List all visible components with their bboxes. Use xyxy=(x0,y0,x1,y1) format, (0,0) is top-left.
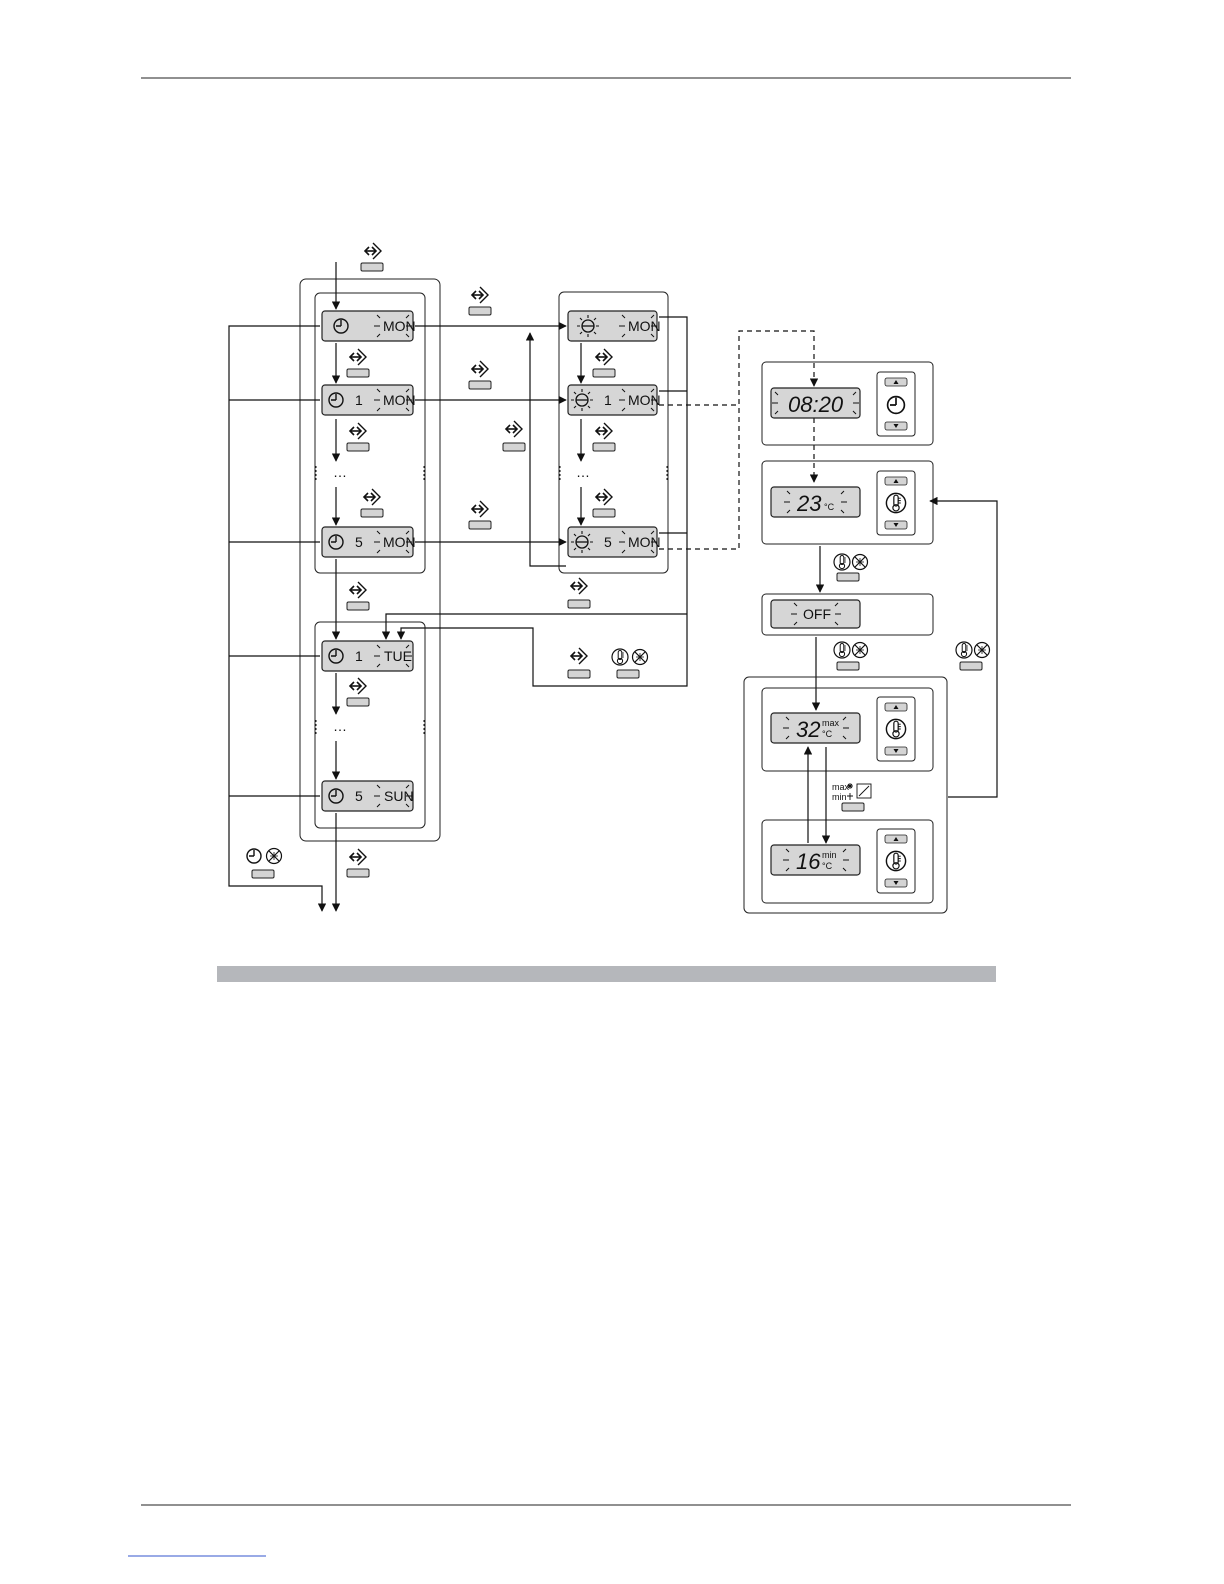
middle-enter-button-3[interactable] xyxy=(593,489,615,517)
middle-display-2: 1 MON xyxy=(568,385,661,415)
cancel-icon xyxy=(975,643,990,658)
left-enter-button-2[interactable] xyxy=(347,423,369,451)
middle-enter-button-2[interactable] xyxy=(593,423,615,451)
enter-arrow-icon xyxy=(571,578,587,594)
middle-display-3: 5 MON xyxy=(568,527,661,557)
timer-cancel-button[interactable] xyxy=(247,849,282,879)
temp-cancel-button-1[interactable] xyxy=(834,554,868,581)
left-display-4: 1 TUE xyxy=(322,641,413,671)
left-ellipsis-2: … xyxy=(333,718,347,734)
return-enter-button[interactable] xyxy=(503,421,525,451)
min-value: 16 xyxy=(796,849,821,874)
left-display-1: MON xyxy=(322,311,416,341)
left-3-number: 5 xyxy=(355,534,363,550)
left-outer-group xyxy=(300,279,440,841)
time-panel: 08:20 xyxy=(762,362,933,445)
max-min-button-max: max xyxy=(832,782,850,792)
enter-arrow-icon xyxy=(350,678,366,694)
left-display-3: 5 MON xyxy=(322,527,416,557)
middle-3-number: 5 xyxy=(604,534,612,550)
temp-unit: °C xyxy=(824,502,835,512)
thermometer-icon xyxy=(956,642,972,658)
left-ellipsis-1: … xyxy=(333,464,347,480)
min-unit: °C xyxy=(822,861,833,871)
sun-small-icon xyxy=(847,793,853,800)
enter-arrow-icon xyxy=(472,287,488,303)
loop-enter-button[interactable] xyxy=(568,648,590,678)
clock-icon xyxy=(247,849,261,863)
temp-cancel-button-2[interactable] xyxy=(834,642,868,670)
left-enter-button-1[interactable] xyxy=(347,349,369,377)
temperature-panel: 23 °C xyxy=(762,461,933,544)
transfer-enter-button-3[interactable] xyxy=(469,501,491,529)
loop-thermo-cancel-button[interactable] xyxy=(612,649,648,678)
left-enter-button-exit[interactable] xyxy=(347,849,369,877)
min-adjust-buttons[interactable] xyxy=(877,829,915,893)
thermometer-icon xyxy=(612,649,628,665)
max-min-button-min: min xyxy=(832,792,847,802)
time-value: 08:20 xyxy=(788,392,844,417)
enter-arrow-icon xyxy=(350,423,366,439)
max-unit: °C xyxy=(822,729,833,739)
max-label: max xyxy=(822,718,840,728)
middle-exit-enter-button[interactable] xyxy=(568,578,590,608)
enter-arrow-icon xyxy=(364,489,380,505)
max-adjust-buttons[interactable] xyxy=(877,697,915,761)
middle-display-1: MON xyxy=(568,311,661,341)
enter-arrow-icon xyxy=(350,849,366,865)
enter-arrow-icon xyxy=(350,582,366,598)
min-panel: 16 min °C xyxy=(762,820,933,903)
middle-2-number: 1 xyxy=(604,392,612,408)
thermometer-icon xyxy=(834,554,850,570)
temp-cancel-button-3[interactable] xyxy=(956,642,990,670)
enter-arrow-icon xyxy=(472,501,488,517)
off-panel: OFF xyxy=(762,594,933,635)
enter-arrow-icon xyxy=(596,423,612,439)
enter-arrow-icon xyxy=(365,243,381,259)
min-label: min xyxy=(822,850,837,860)
left-display-2: 1 MON xyxy=(322,385,416,415)
enter-arrow-icon xyxy=(571,648,587,664)
max-min-button[interactable]: max min xyxy=(832,782,871,811)
left-display-5: 5 SUN xyxy=(322,781,414,811)
left-4-number: 1 xyxy=(355,648,363,664)
max-panel: 32 max °C xyxy=(762,688,933,771)
enter-arrow-icon xyxy=(350,349,366,365)
max-value: 32 xyxy=(796,717,820,742)
cancel-icon xyxy=(633,650,648,665)
left-2-number: 1 xyxy=(355,392,363,408)
temp-value: 23 xyxy=(796,491,822,516)
start-enter-button[interactable] xyxy=(361,243,383,271)
middle-enter-button-1[interactable] xyxy=(593,349,615,377)
left-enter-button-4[interactable] xyxy=(347,582,369,610)
temp-adjust-buttons[interactable] xyxy=(877,471,915,535)
transfer-enter-button-2[interactable] xyxy=(469,361,491,389)
cancel-icon xyxy=(267,849,282,864)
middle-ellipsis: … xyxy=(576,464,590,480)
enter-arrow-icon xyxy=(472,361,488,377)
left-5-number: 5 xyxy=(355,788,363,804)
thermometer-icon xyxy=(834,642,850,658)
enter-arrow-icon xyxy=(596,349,612,365)
cancel-icon xyxy=(853,555,868,570)
transfer-enter-button-1[interactable] xyxy=(469,287,491,315)
left-enter-button-3[interactable] xyxy=(361,489,383,517)
left-enter-button-5[interactable] xyxy=(347,678,369,706)
off-text: OFF xyxy=(803,606,831,622)
enter-arrow-icon xyxy=(596,489,612,505)
section-bar xyxy=(217,966,996,982)
cancel-icon xyxy=(853,643,868,658)
enter-arrow-icon xyxy=(506,421,522,437)
